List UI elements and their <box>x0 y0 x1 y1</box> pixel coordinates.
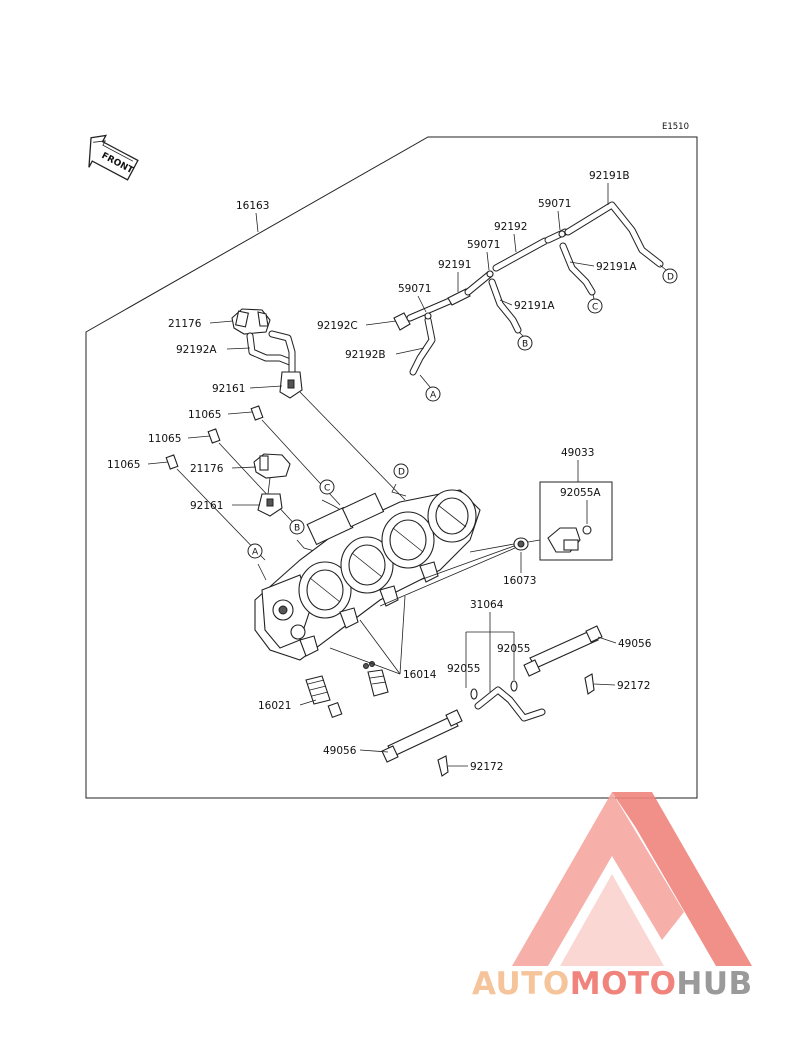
fuel-delivery-pipe-left <box>381 709 463 777</box>
part-49056-left-label: 49056 <box>323 745 357 757</box>
part-59071b-label: 59071 <box>467 239 500 251</box>
sensor-box-49033 <box>539 481 613 561</box>
part-31064-label: 31064 <box>470 599 504 611</box>
part-16163-label: 16163 <box>236 200 269 212</box>
grommet-16073 <box>513 537 529 551</box>
part-92055-right-label: 92055 <box>497 643 530 655</box>
part-92055a-label: 92055A <box>560 487 601 499</box>
part-92192a-label: 92192A <box>176 344 217 356</box>
leader-16163 <box>255 212 259 233</box>
diagram-code: E1510 <box>662 122 689 132</box>
logo-text-hub: HUB <box>676 966 752 1002</box>
ref-circle-b-lower <box>289 519 305 535</box>
ref-circle-d-upper <box>662 268 678 284</box>
part-92172-right-label: 92172 <box>617 680 650 692</box>
part-92192b-label: 92192B <box>345 349 386 361</box>
part-11065-b-label: 11065 <box>148 433 181 445</box>
part-16014-label: 16014 <box>403 669 437 681</box>
part-92191-label: 92191 <box>438 259 471 271</box>
part-21176-lower-label: 21176 <box>190 463 224 475</box>
part-92191a-right-label: 92191A <box>596 261 637 273</box>
ref-circle-d-lower <box>393 463 409 479</box>
sensor-upper <box>231 308 303 399</box>
fuel-delivery-pipe-right <box>523 625 603 695</box>
svg-text:AUTOMOTOHUB: AUTOMOTOHUB <box>472 966 753 1002</box>
ref-circle-c-upper <box>587 298 603 314</box>
ref-circle-b-upper <box>517 335 533 351</box>
sensor-lower <box>253 453 291 517</box>
part-92192c-label: 92192C <box>317 320 358 332</box>
ref-d-upper-label: D <box>667 273 674 283</box>
part-49056-right-label: 49056 <box>618 638 652 650</box>
front-arrow: FRONT <box>88 134 139 181</box>
ref-a-lower-label: A <box>252 548 259 558</box>
part-16073-label: 16073 <box>503 575 536 587</box>
logo-text-moto: MOTO <box>570 966 677 1002</box>
ref-circle-c-lower <box>319 479 335 495</box>
part-59071c-label: 59071 <box>538 198 571 210</box>
logo-text-auto: AUTO <box>472 966 570 1002</box>
ref-c-upper-label: C <box>592 303 598 313</box>
ref-a-upper-label: A <box>430 391 437 401</box>
ref-circle-a-upper <box>425 386 441 402</box>
throttle-body-assembly <box>254 489 481 661</box>
idle-screws <box>305 661 389 719</box>
ref-circle-a-lower <box>247 543 263 559</box>
part-92191b-label: 92191B <box>589 170 630 182</box>
pressure-sensor <box>547 525 592 553</box>
vacuum-hose-cluster <box>393 201 664 376</box>
part-92161-lower-label: 92161 <box>190 500 223 512</box>
automotohub-logo: AUTOMOTOHUB <box>472 792 753 1002</box>
ref-c-lower-label: C <box>324 484 330 494</box>
part-11065-c-label: 11065 <box>107 459 140 471</box>
ref-b-upper-label: B <box>522 340 528 350</box>
part-92172-left-label: 92172 <box>470 761 503 773</box>
part-92192-label: 92192 <box>494 221 527 233</box>
fuel-hose-31064 <box>470 680 546 722</box>
ref-b-lower-label: B <box>294 524 300 534</box>
screw-11065-group <box>165 405 264 470</box>
assembly-frame <box>85 136 698 799</box>
part-16021-label: 16021 <box>258 700 291 712</box>
ref-d-lower-label: D <box>398 468 405 478</box>
part-92191a-mid-label: 92191A <box>514 300 555 312</box>
part-92055-left-label: 92055 <box>447 663 480 675</box>
part-11065-a-label: 11065 <box>188 409 221 421</box>
part-49033-label: 49033 <box>561 447 594 459</box>
part-59071a-label: 59071 <box>398 283 431 295</box>
part-21176-upper-label: 21176 <box>168 318 202 330</box>
part-92161-upper-label: 92161 <box>212 383 245 395</box>
